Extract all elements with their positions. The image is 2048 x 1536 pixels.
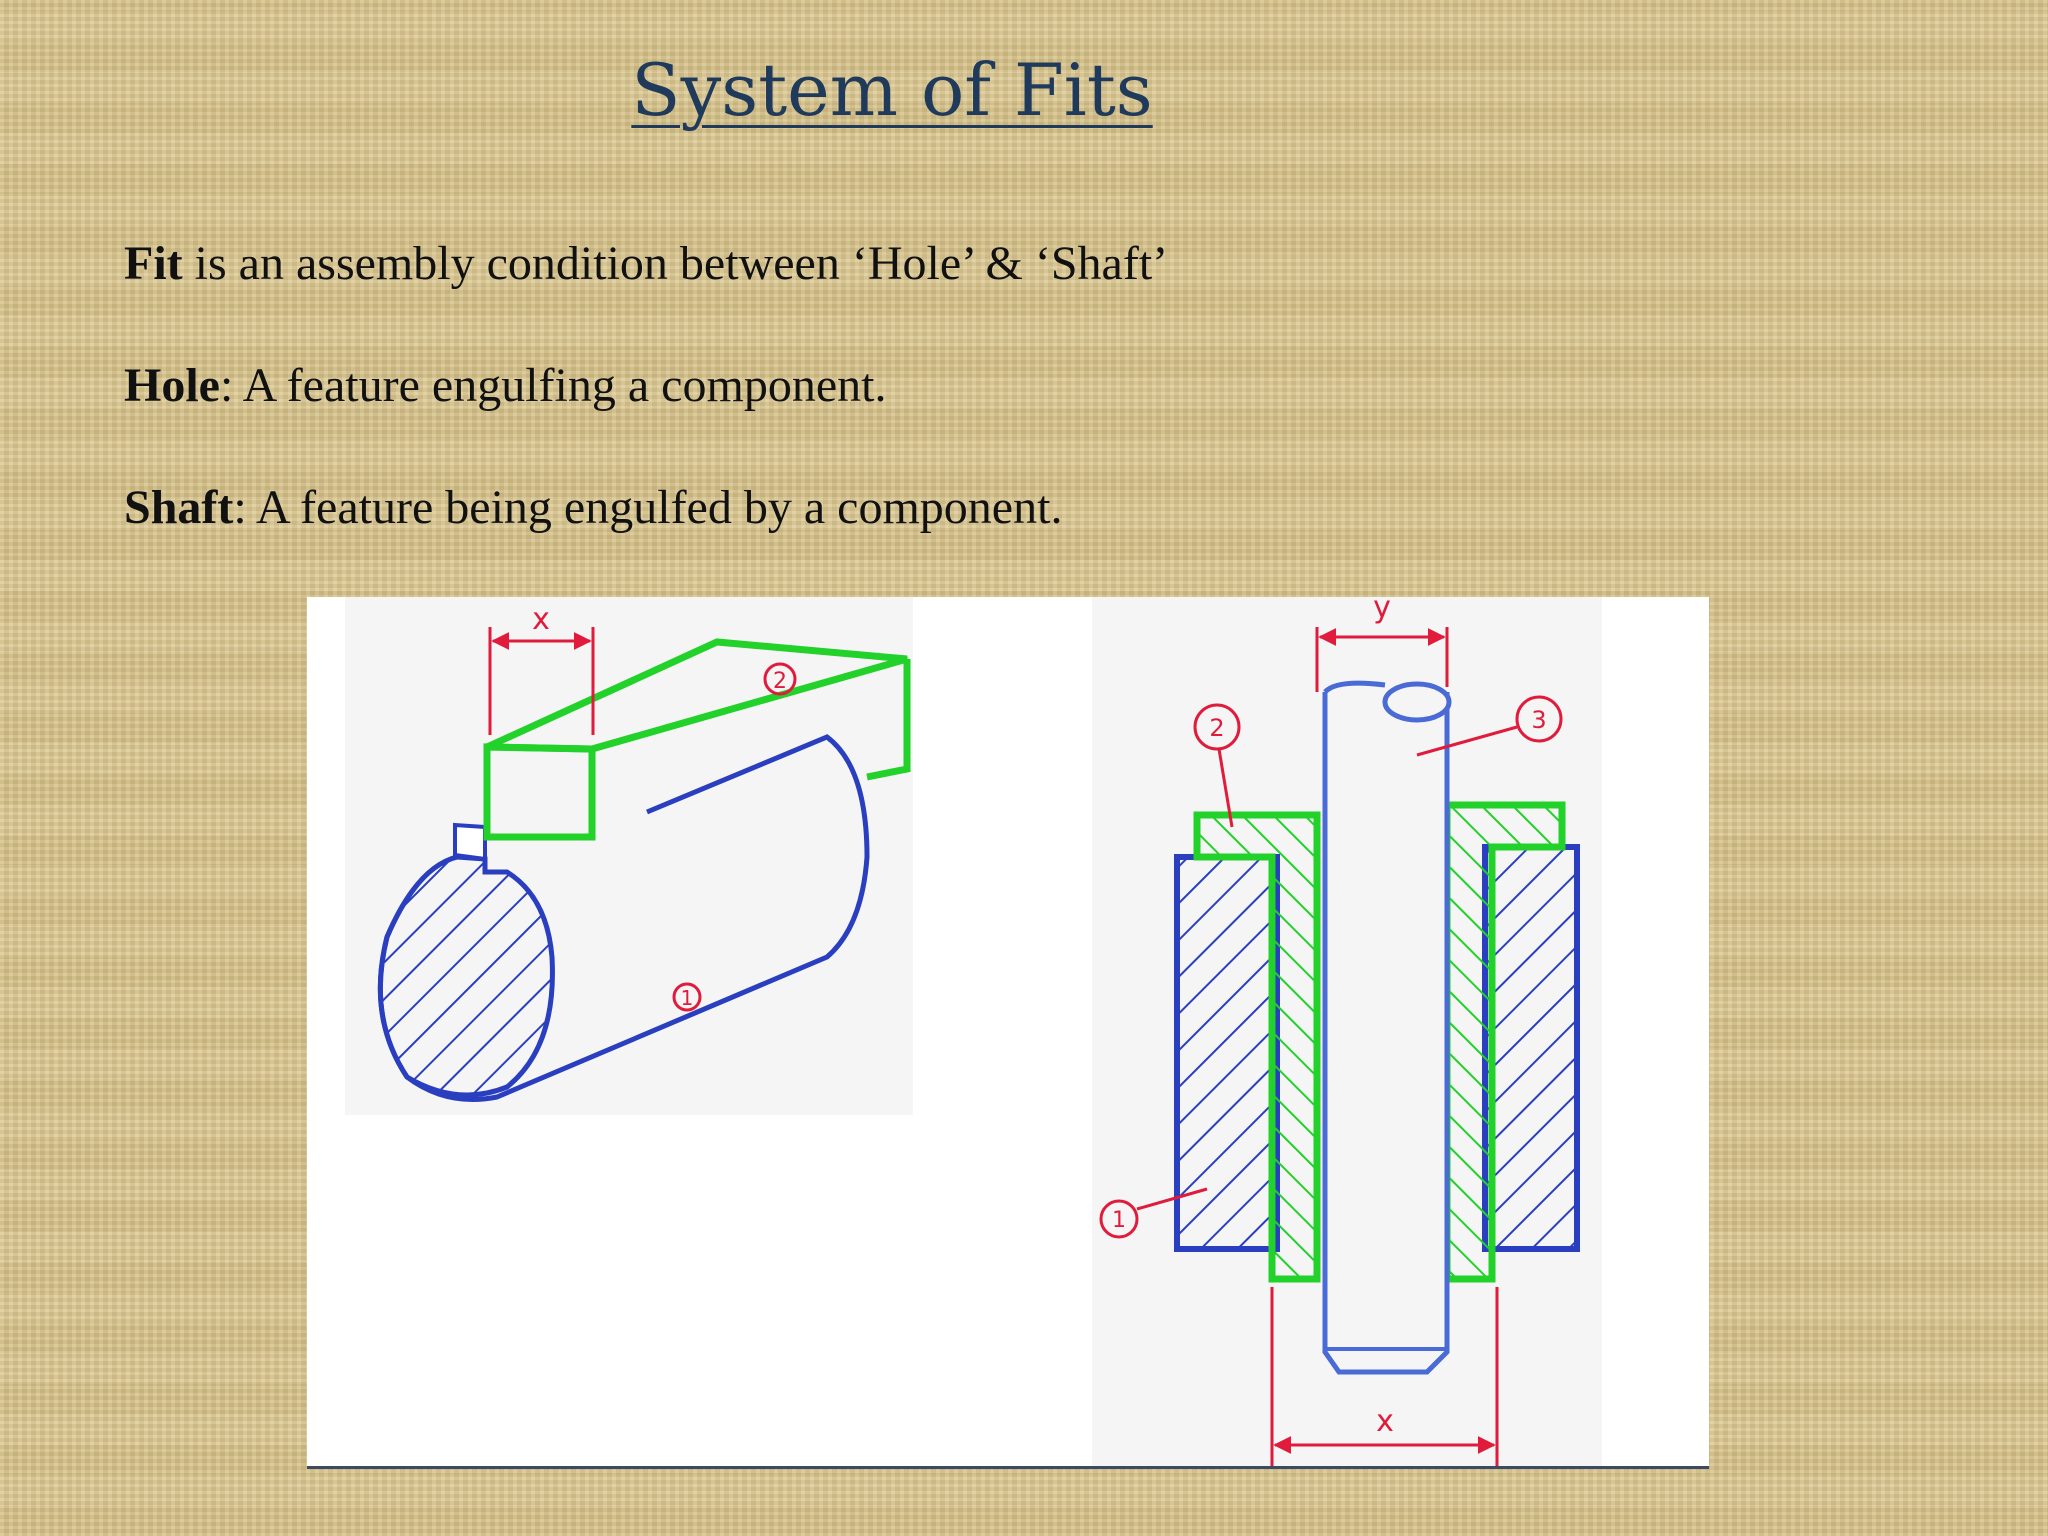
right-dim-y-label: y <box>1373 597 1391 625</box>
callout-circle-1 <box>672 982 702 1012</box>
definition-shaft: Shaft: A feature being engulfed by a com… <box>124 480 1062 535</box>
right-sketch-section: y x 2 3 1 <box>1092 590 1602 1467</box>
callout-circle-r1 <box>1099 1199 1139 1239</box>
leader-r3 <box>1416 725 1518 757</box>
leader-r2 <box>1217 748 1234 828</box>
right-callout-3: 3 <box>1531 706 1546 734</box>
key-slot <box>453 822 487 862</box>
housing-right <box>1482 844 1580 1252</box>
fits-illustration: x 2 1 y <box>307 590 1709 1467</box>
right-dim-x-label: x <box>1376 1404 1394 1439</box>
shaft-top-arc <box>1323 680 1386 694</box>
definition-shaft-text: : A feature being engulfed by a componen… <box>233 481 1063 534</box>
definition-hole: Hole: A feature engulfing a component. <box>124 358 886 413</box>
definition-hole-text: : A feature engulfing a component. <box>219 359 887 412</box>
figure-bottom-rule <box>307 1466 1709 1469</box>
term-shaft: Shaft <box>124 481 234 534</box>
left-callout-1: 1 <box>681 986 694 1010</box>
left-callout-2: 2 <box>773 669 787 694</box>
slide-title: System of Fits <box>631 48 1153 132</box>
left-dim-x-label: x <box>532 602 550 637</box>
right-callout-1: 1 <box>1112 1208 1126 1233</box>
callout-circle-r2 <box>1193 703 1241 751</box>
term-hole: Hole <box>124 359 220 412</box>
bush-left <box>1193 811 1321 1283</box>
term-fit: Fit <box>124 237 183 290</box>
definition-fit: Fit is an assembly condition between ‘Ho… <box>124 236 1168 291</box>
callout-circle-r3 <box>1515 695 1563 743</box>
housing-left <box>1174 854 1280 1252</box>
fits-sketches: x 2 1 y <box>345 590 1602 1467</box>
left-sketch-shaft-with-key: x 2 1 <box>345 597 913 1115</box>
leader-r1 <box>1136 1187 1208 1211</box>
shaft-top-ellipse <box>1382 681 1452 723</box>
callout-circle-2 <box>763 662 797 696</box>
shaft-end-face-hatched <box>377 854 555 1098</box>
definition-fit-text: is an assembly condition between ‘Hole’ … <box>182 237 1169 290</box>
shaft-body <box>1322 692 1450 1375</box>
right-callout-2: 2 <box>1209 714 1224 742</box>
key-side <box>866 659 911 781</box>
